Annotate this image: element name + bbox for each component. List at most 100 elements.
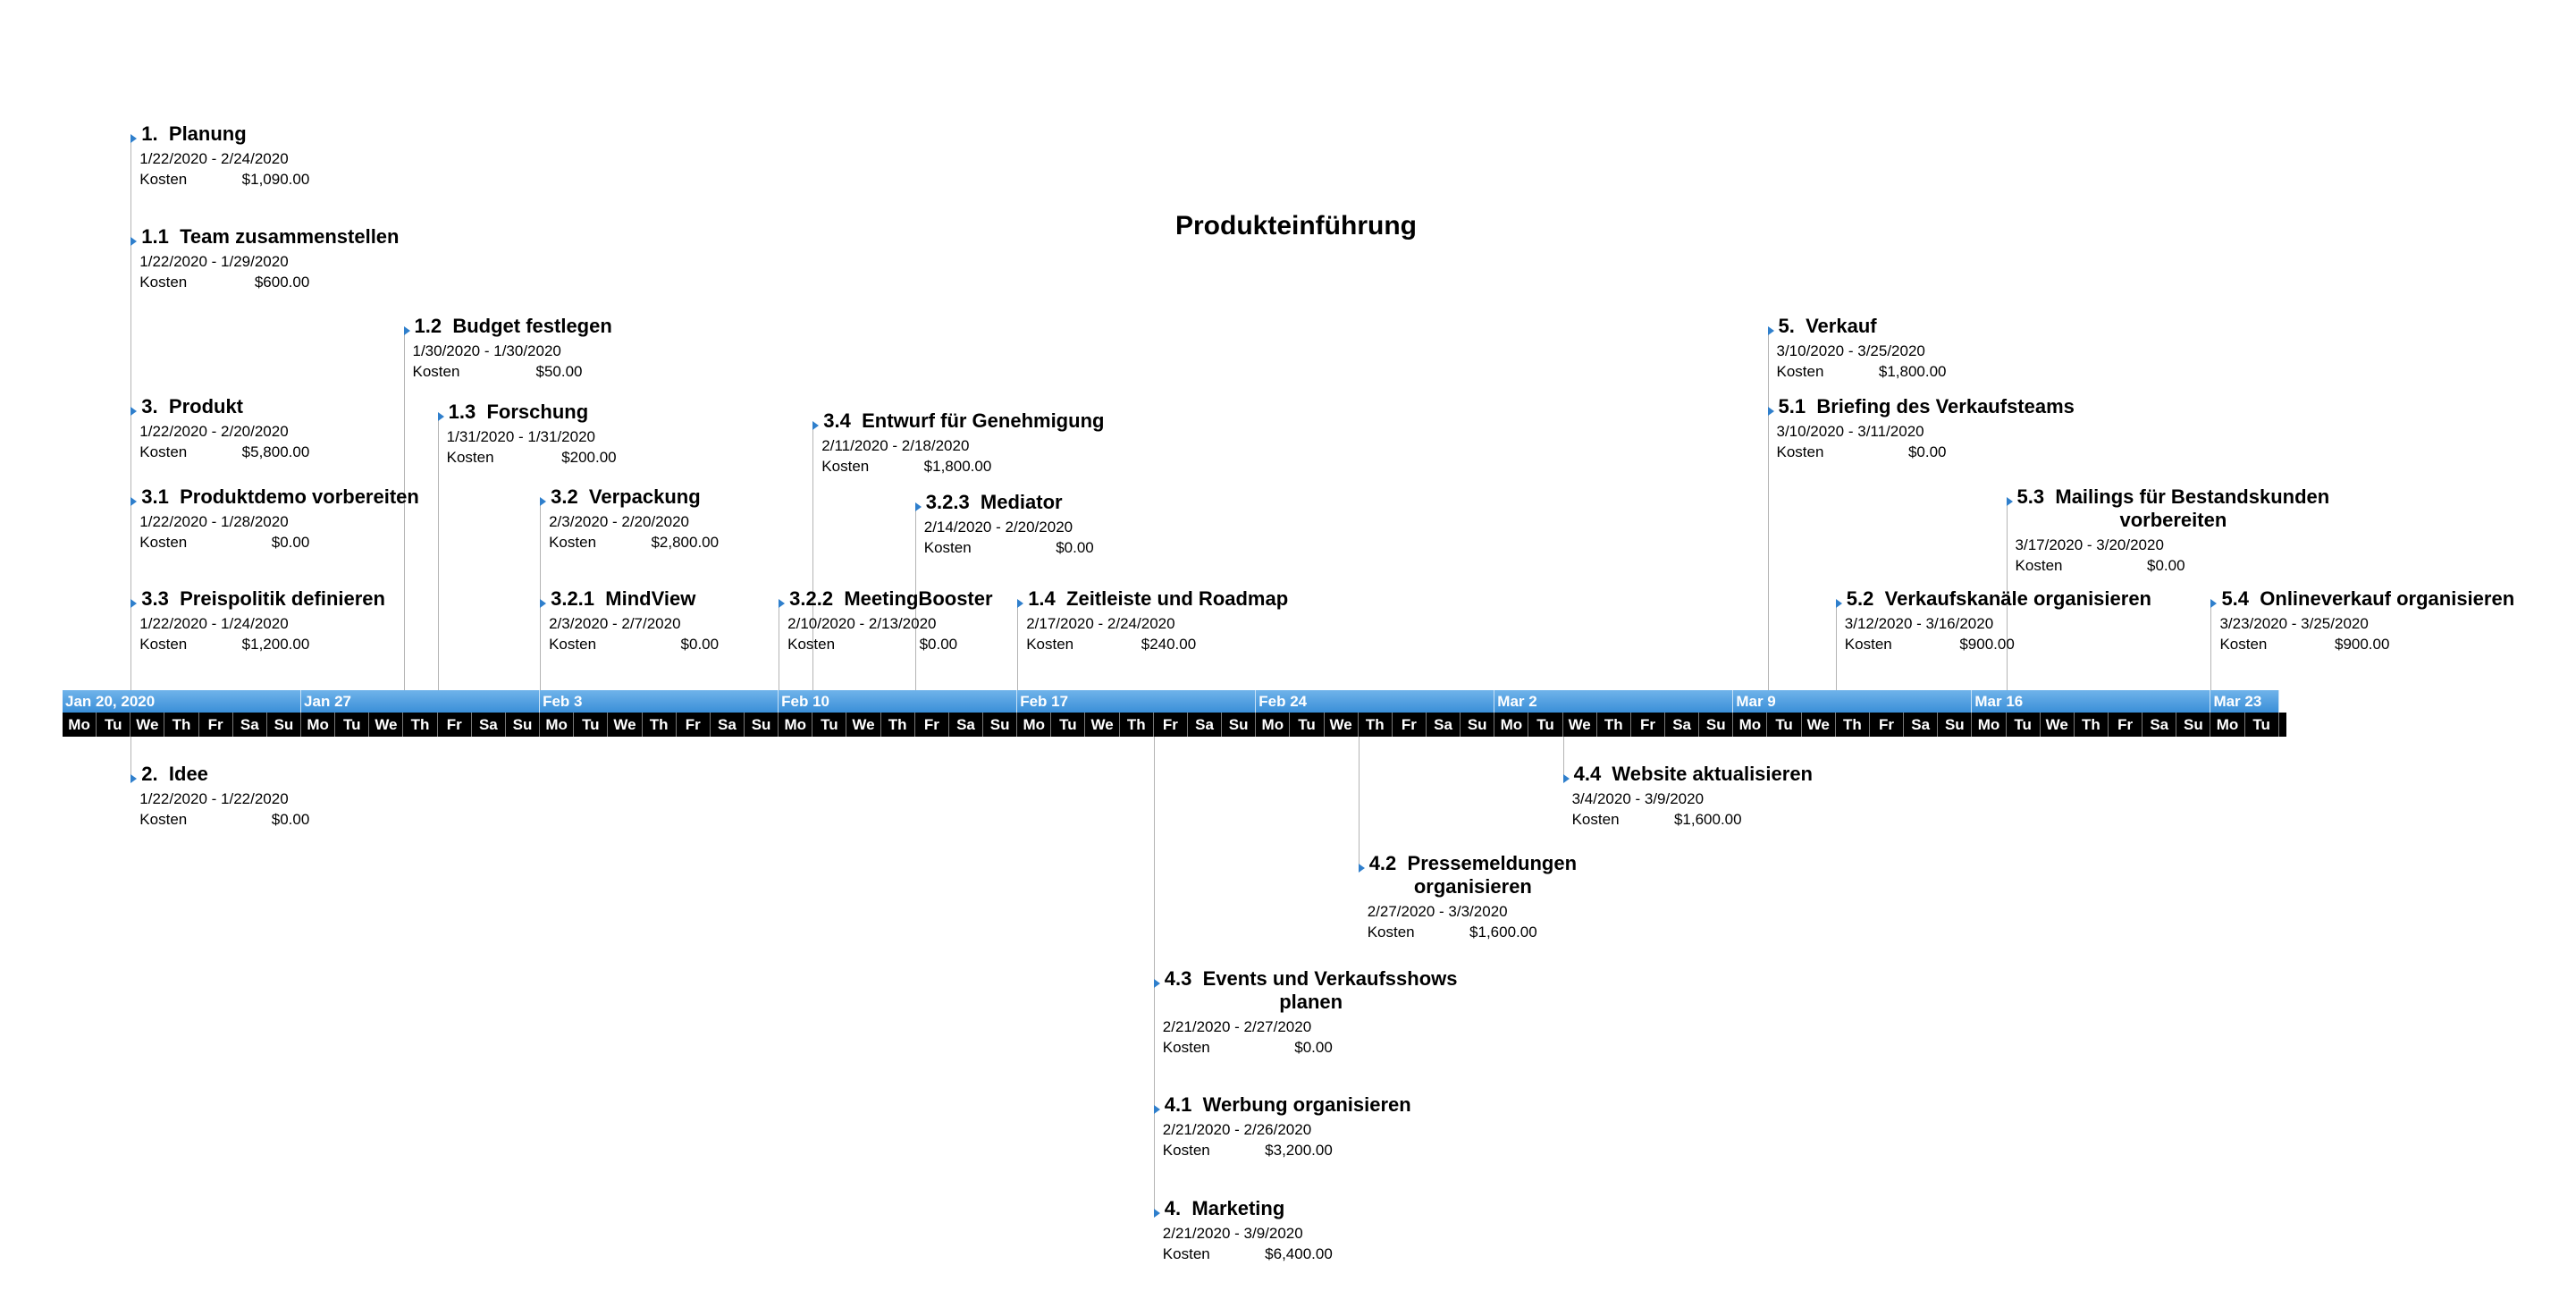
task-marker-icon [540,599,547,608]
task-name: 4.1 Werbung organisieren [1165,1093,1411,1117]
day-cell: Fr [915,713,949,737]
task-cost: $1,800.00 [923,458,992,475]
task-dates: 1/22/2020 - 1/22/2020 [139,790,289,807]
task-id: 4.4 [1573,763,1602,785]
task-marker-icon [1562,774,1570,783]
day-cell: Tu [574,713,609,737]
day-cell: Sa [949,713,984,737]
task-cost: $3,200.00 [1265,1142,1333,1159]
connector-line [540,502,542,690]
day-cell: Mo [540,713,575,737]
task-dates: 1/22/2020 - 1/29/2020 [139,253,289,270]
day-cell: Th [2075,713,2109,737]
task-name: 3.2.2 MeetingBooster [789,587,992,611]
task-marker-icon [1767,326,1774,335]
task-id: 5.4 [2221,587,2250,610]
task-marker-icon [130,237,138,246]
day-cell: We [369,713,404,737]
task-id: 3.2.1 [551,587,595,610]
task-label: Entwurf für Genehmigung [862,409,1105,432]
task-dates: 3/10/2020 - 3/11/2020 [1776,423,1924,440]
task-name: 3.3 Preispolitik definieren [141,587,385,611]
task-label-line2: organisieren [1413,875,1532,898]
task-label: Briefing des Verkaufsteams [1816,395,2075,418]
task-label: Verkaufskanäle organisieren [1884,587,2151,610]
day-cell: We [1563,713,1597,737]
task-label: Idee [168,763,208,785]
task-id: 3.3 [141,587,169,610]
task-label: Produktdemo vorbereiten [180,485,419,508]
task-cost: $0.00 [1056,539,1094,556]
day-cell: Su [1699,713,1734,737]
task-cost: $1,600.00 [1469,924,1537,941]
task-id: 4.2 [1368,852,1397,874]
task-dates: 3/17/2020 - 3/20/2020 [2015,536,2164,553]
task-id: 5.1 [1778,395,1806,418]
connector-line [130,737,132,780]
connector-line [1358,737,1360,869]
connector-line [1835,604,1837,690]
connector-line [812,426,814,690]
day-cell: Mo [1494,713,1529,737]
task-name: 5. Verkauf [1779,315,1877,338]
task-id: 5.2 [1846,587,1874,610]
task-name: 4.4 Website aktualisieren [1574,763,1813,786]
week-cell: Jan 27 [301,690,541,713]
task-marker-icon [2210,599,2218,608]
task-dates: 2/14/2020 - 2/20/2020 [923,519,1073,536]
day-cell: We [608,713,643,737]
day-cell: Fr [1870,713,1905,737]
task-dates: 1/22/2020 - 2/20/2020 [139,423,289,440]
day-cell: We [2041,713,2075,737]
task-name: 1.4 Zeitleiste und Roadmap [1028,587,1288,611]
task-cost-label: Kosten [139,274,188,291]
task-dates: 3/12/2020 - 3/16/2020 [1844,615,1994,632]
task-dates: 2/21/2020 - 2/26/2020 [1162,1121,1312,1138]
task-label: MindView [605,587,696,610]
day-cell: Fr [677,713,711,737]
day-cell: Th [1120,713,1154,737]
task-cost: $1,090.00 [241,171,310,188]
connector-line [437,418,439,690]
day-cell: Th [643,713,677,737]
task-id: 3.2.3 [925,491,970,513]
task-cost-label: Kosten [2219,636,2268,653]
task-marker-icon [1835,599,1842,608]
task-cost-label: Kosten [139,171,188,188]
day-cell: We [1802,713,1836,737]
day-cell: Th [1597,713,1631,737]
task-cost-label: Kosten [139,636,188,653]
task-dates: 2/17/2020 - 2/24/2020 [1026,615,1175,632]
task-marker-icon [779,599,786,608]
connector-line [1017,604,1019,690]
task-dates: 1/22/2020 - 1/28/2020 [139,513,289,530]
task-cost-label: Kosten [139,443,188,460]
task-cost: $0.00 [271,811,310,828]
task-marker-icon [540,497,547,506]
task-name: 4. Marketing [1165,1197,1285,1220]
week-cell: Mar 16 [1972,690,2211,713]
task-cost-label: Kosten [821,458,870,475]
task-cost: $0.00 [680,636,720,653]
day-cell: Sa [472,713,506,737]
task-dates: 2/21/2020 - 2/27/2020 [1162,1018,1312,1035]
day-cell: Tu [2245,713,2279,737]
task-cost-label: Kosten [923,539,972,556]
task-label: Werbung organisieren [1202,1093,1411,1116]
day-cell: Mo [301,713,336,737]
day-cell: Fr [199,713,233,737]
task-label: MeetingBooster [844,587,993,610]
task-id: 3.2.2 [789,587,834,610]
task-name: 3.2 Verpackung [551,485,701,509]
day-cell: Su [506,713,541,737]
day-cell: Tu [1290,713,1325,737]
task-cost-label: Kosten [2015,557,2063,574]
day-cell: Sa [1904,713,1939,737]
task-label: Mailings für Bestandskunden [2055,485,2330,508]
day-cell: Sa [2142,713,2177,737]
task-cost: $6,400.00 [1265,1245,1333,1262]
task-id: 1.4 [1028,587,1056,610]
